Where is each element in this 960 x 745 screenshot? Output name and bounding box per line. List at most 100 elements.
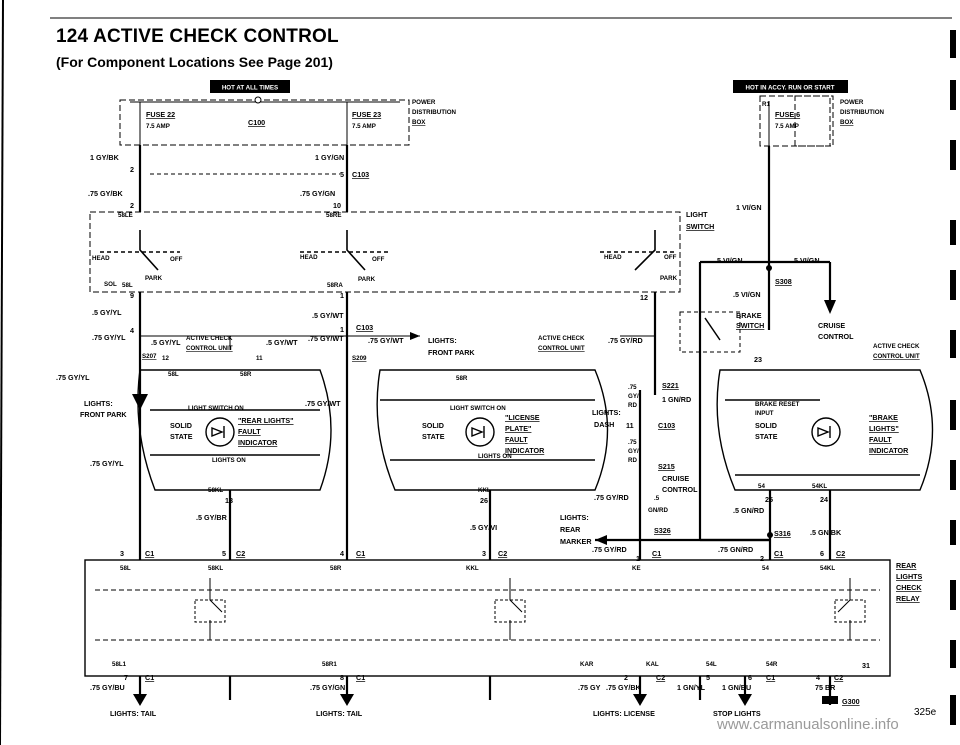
hot-at-all-times-badge (210, 80, 290, 93)
pin-8: 8 (340, 673, 344, 682)
rear-lights-check-relay-box (84, 559, 891, 677)
wire-75-gy-rd-c: .75 GY/RD (592, 545, 627, 554)
wire-75-gy-bk: .75 GY/BK (88, 189, 124, 198)
brake-switch-l1: BRAKE (736, 311, 762, 320)
scan-edge (0, 0, 4, 745)
m3-brake: "BRAKE (869, 413, 898, 422)
pin-12a: 12 (640, 293, 648, 302)
bottom-75-gy-gn: .75 GY/GN (310, 683, 345, 692)
acc-label-2: CONTROL UNIT (186, 345, 233, 352)
relay-54r: 54R (766, 661, 778, 668)
conn-c103a: C103 (352, 170, 369, 179)
left-pd-line3: BOX (412, 119, 426, 126)
light-switch-contacts (100, 230, 676, 271)
fuse22-label: FUSE 22 (146, 110, 175, 119)
fuse22-amp: 7.5 AMP (146, 123, 170, 130)
relay-l4: RELAY (896, 594, 920, 603)
ls-head-3: HEAD (604, 254, 622, 261)
m2-ls-on: LIGHT SWITCH ON (450, 405, 506, 412)
arrow-rear-marker (595, 535, 607, 545)
acc-label-3: ACTIVE CHECK (538, 335, 585, 342)
m2-license: "LICENSE (505, 413, 540, 422)
front-park-l4: FRONT PARK (80, 410, 127, 419)
relay-l3: CHECK (896, 583, 922, 592)
page-code: 325e (914, 707, 937, 718)
arrow-front-park (410, 332, 420, 340)
wire-1-gy-gn: 1 GY/GN (315, 153, 344, 162)
cruise-l4: CONTROL (662, 485, 698, 494)
hot-in-accy-text: HOT IN ACCY. RUN OR START (745, 85, 834, 92)
relay-kal: KAL (646, 661, 659, 668)
cc-gnrd: GN/RD (648, 507, 668, 514)
wire-1-gn-rd: 1 GN/RD (662, 395, 691, 404)
conn-c1f: C1 (356, 673, 365, 682)
pin-1c: 1 (636, 554, 640, 563)
m2-state: STATE (422, 432, 445, 441)
cc-5: .5 (654, 495, 660, 502)
wire-5-gy-yl: .5 GY/YL (92, 308, 122, 317)
pin-3b: 3 (482, 549, 486, 558)
wire-75-gy-yl-b: .75 GY/YL (56, 373, 90, 382)
left-pd-line2: DISTRIBUTION (412, 109, 457, 116)
pin-11a: 11 (256, 355, 263, 362)
pin-31: 31 (862, 661, 870, 670)
bottom-75-br: 75 BR (815, 683, 836, 692)
pin-10: 10 (333, 201, 341, 210)
rear-marker-l3: MARKER (560, 537, 592, 546)
wire-5-vi-gn-b: .5 VI/GN (792, 256, 820, 265)
ls-off-1: OFF (170, 256, 183, 263)
pin-6a: 6 (820, 549, 824, 558)
acc-label-5: ACTIVE CHECK (873, 343, 920, 350)
conn-c2d: C2 (656, 673, 665, 682)
right-pd-line3: BOX (840, 119, 854, 126)
m3-term-54kl: 54KL (812, 483, 827, 490)
ground-g300 (822, 696, 838, 704)
dash2-75: .75 (628, 439, 637, 446)
m2-term-kkl: KKL (478, 487, 491, 494)
module-brake-lights (716, 369, 934, 491)
wire-75-gy-rd-b: .75 GY/RD (594, 493, 629, 502)
hot-in-accy-badge (733, 80, 848, 93)
ls-off-3: OFF (664, 254, 677, 261)
m3-brake-reset: BRAKE RESET (755, 401, 800, 408)
main-wires (138, 145, 832, 705)
right-pd-pin: R1 (762, 101, 770, 108)
bottom-1-gn-bu: 1 GN/BU (722, 683, 751, 692)
bottom-75-gy-bu: .75 GY/BU (90, 683, 125, 692)
pin-4c: 4 (816, 673, 820, 682)
fuse6-amp: 7.5 AMP (775, 123, 799, 130)
m1-term-58l: 58L (168, 371, 179, 378)
acc-label-4: CONTROL UNIT (538, 345, 585, 352)
dash-rd: RD (628, 402, 637, 409)
wire-75-gy-wt-a: .75 GY/WT (308, 334, 344, 343)
wire-5-gn-bk: .5 GN/BK (810, 528, 842, 537)
m3-lights: LIGHTS" (869, 424, 899, 433)
m1-term-58kl: 58KL (208, 487, 223, 494)
connector-c100: C100 (248, 118, 265, 127)
right-pd-line2: DISTRIBUTION (840, 109, 885, 116)
rear-marker-l2: REAR (560, 525, 581, 534)
m2-term-58r: 58R (456, 375, 468, 382)
term-58ra: 58RA (327, 282, 343, 289)
wire-5-vi-gn-a: .5 VI/GN (715, 256, 743, 265)
conn-c2a: C2 (236, 549, 245, 558)
dest-tail-2: LIGHTS: TAIL (316, 709, 363, 718)
m2-fault: FAULT (505, 435, 528, 444)
module-license-plate (376, 369, 609, 491)
conn-c1d: C1 (774, 549, 783, 558)
dest-license: LIGHTS: LICENSE (593, 709, 655, 718)
relay-kkl: KKL (466, 565, 479, 572)
wire-75-gy-yl-a: .75 GY/YL (92, 333, 126, 342)
relay-kar: KAR (580, 661, 594, 668)
wire-5-gy-vi: .5 GY/VI (470, 523, 497, 532)
m1-term-58r: 58R (240, 371, 252, 378)
ls-park-3: PARK (660, 275, 678, 282)
wire-75-gy-rd-a: .75 GY/RD (608, 336, 643, 345)
m2-plate: PLATE" (505, 424, 531, 433)
conn-s209: S209 (352, 355, 367, 362)
wire-1-gy-bk: 1 GY/BK (90, 153, 120, 162)
front-park-l1: LIGHTS: (428, 336, 457, 345)
dash2-rd: RD (628, 457, 637, 464)
